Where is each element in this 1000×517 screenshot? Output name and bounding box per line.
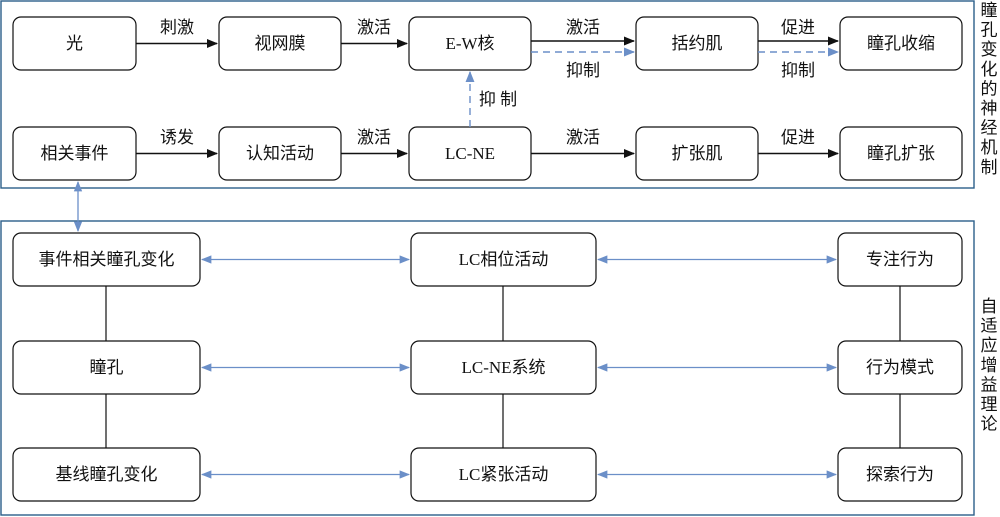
node-lc-phasic-label: LC相位活动 [459,250,549,269]
node-related-event: 相关事件 [12,126,137,181]
node-baseline-pupil: 基线瞳孔变化 [12,447,201,502]
edge-inhibit-to-constriction-label: 抑制 [781,61,815,80]
neural-mechanism-side-label: 瞳孔变化的神经机制 [981,1,998,177]
node-lcne-system: LC-NE系统 [410,340,597,395]
adaptive-gain-side-label: 自适应增益理论 [981,297,998,434]
node-cognitive-activity-label: 认知活动 [246,144,314,163]
edge-light-to-retina-label: 刺激 [160,18,194,37]
node-pupil-label: 瞳孔 [90,358,124,377]
edge-dilator-to-dilation-label: 促进 [781,128,815,147]
neural-mechanism-frame [0,0,975,189]
node-behavior-mode: 行为模式 [837,340,963,395]
node-lc-ne: LC-NE [408,126,532,181]
edge-retina-to-ew-label: 激活 [357,18,391,37]
node-focus-behavior: 专注行为 [837,232,963,287]
edge-sphincter-to-constriction-label: 促进 [781,18,815,37]
edge-event-to-cognition-label: 诱发 [160,128,194,147]
node-pupil-dilation-label: 瞳孔扩张 [867,144,935,163]
node-lc-phasic: LC相位活动 [410,232,597,287]
node-pupil-dilation: 瞳孔扩张 [839,126,963,181]
edge-lcne-inhibit-ew-label: 抑 制 [479,90,517,109]
node-lcne-system-label: LC-NE系统 [461,358,545,377]
node-explore-behavior-label: 探索行为 [866,465,934,484]
edge-cognition-to-lcne-label: 激活 [357,128,391,147]
node-baseline-pupil-label: 基线瞳孔变化 [56,465,158,484]
adaptive-gain-frame [0,220,975,516]
node-lc-tonic: LC紧张活动 [410,447,597,502]
node-explore-behavior: 探索行为 [837,447,963,502]
node-lc-tonic-label: LC紧张活动 [459,465,549,484]
node-related-event-label: 相关事件 [41,144,109,163]
node-retina-label: 视网膜 [255,34,306,53]
node-lc-ne-label: LC-NE [445,144,495,163]
node-sphincter-label: 括约肌 [672,34,723,53]
node-light: 光 [12,16,137,71]
node-event-related-pupil: 事件相关瞳孔变化 [12,232,201,287]
node-pupil: 瞳孔 [12,340,201,395]
node-focus-behavior-label: 专注行为 [866,250,934,269]
node-retina: 视网膜 [218,16,342,71]
edge-lcne-to-dilator-label: 激活 [566,128,600,147]
node-light-label: 光 [66,34,83,53]
node-pupil-constriction: 瞳孔收缩 [839,16,963,71]
edge-ew-to-sphincter-label: 激活 [566,18,600,37]
node-ew-nucleus-label: E-W核 [445,34,494,53]
node-ew-nucleus: E-W核 [408,16,532,71]
node-event-related-pupil-label: 事件相关瞳孔变化 [39,250,175,269]
node-dilator-label: 扩张肌 [672,144,723,163]
node-cognitive-activity: 认知活动 [218,126,342,181]
node-dilator: 扩张肌 [635,126,759,181]
node-behavior-mode-label: 行为模式 [866,358,934,377]
node-sphincter: 括约肌 [635,16,759,71]
node-pupil-constriction-label: 瞳孔收缩 [867,34,935,53]
edge-ew-to-sphincter-inhibit-label: 抑制 [566,61,600,80]
